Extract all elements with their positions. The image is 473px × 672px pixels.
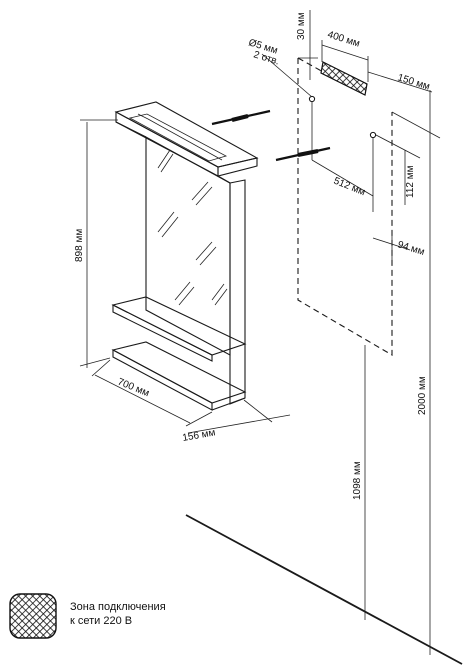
dim-30: 30 мм [296,12,307,40]
floor [185,514,463,665]
dim-156: 156 мм [182,427,217,444]
dim-2000: 2000 мм [417,376,428,415]
dim-898: 898 мм [74,229,85,262]
dim-112: 112 мм [405,165,416,198]
dimension-labels: 400 мм 30 мм 150 мм Ø5 мм 2 отв. 512 мм … [74,12,431,500]
dim-150: 150 мм [396,72,431,92]
dimension-lines [79,10,441,655]
legend-line-2: к сети 220 В [70,615,133,627]
hatched-zone-icon [9,593,57,639]
legend-text: Зона подключения к сети 220 В [70,600,166,628]
legend: Зона подключения к сети 220 В [8,592,248,642]
mirror-cabinet [111,101,259,411]
dim-1098: 1098 мм [352,461,363,500]
dim-512: 512 мм [332,176,367,199]
dim-400: 400 мм [326,29,361,49]
wall-screws [211,109,331,162]
connection-zone [320,61,368,96]
legend-line-1: Зона подключения [70,601,166,613]
dim-700: 700 мм [116,377,151,400]
dim-94: 94 мм [396,239,426,258]
mounting-holes [308,95,377,212]
